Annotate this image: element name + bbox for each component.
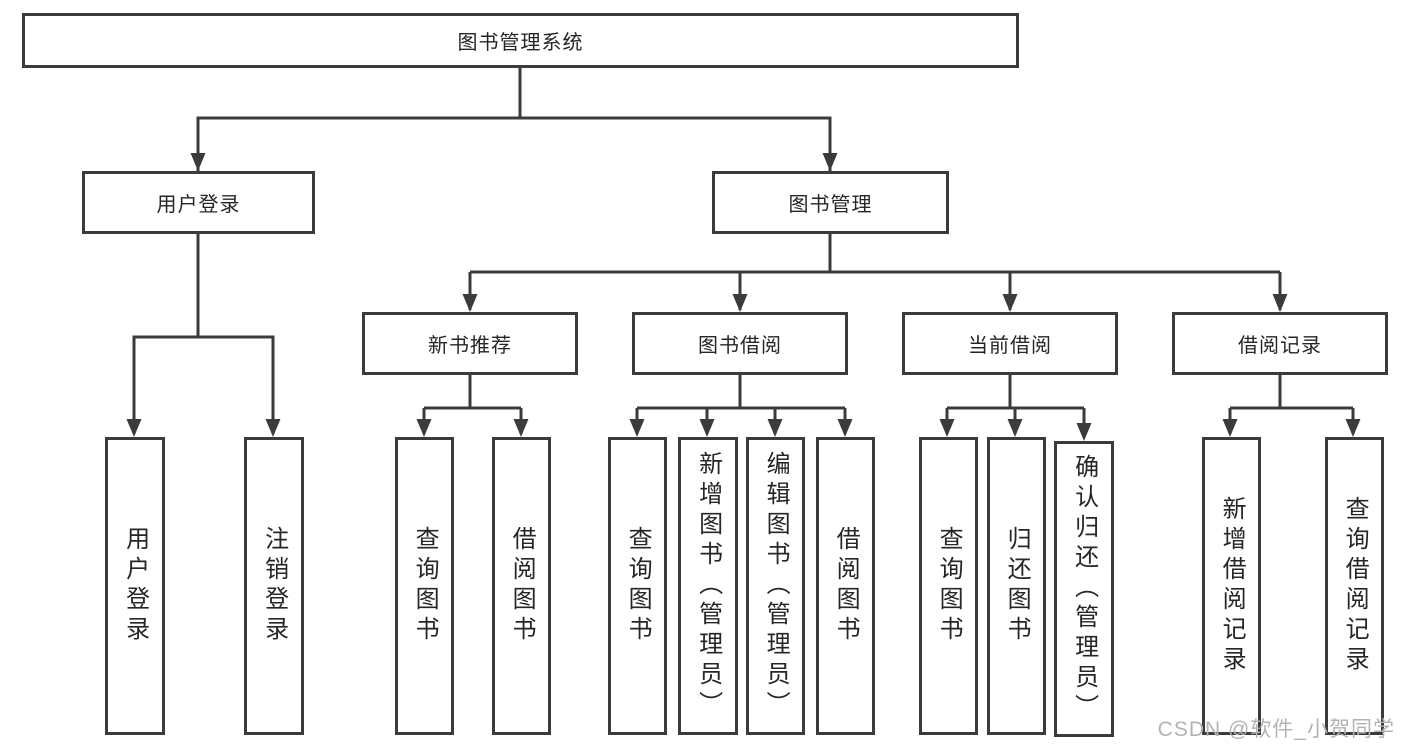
leaf-borrowing-query-book: 查询图书	[608, 437, 667, 735]
leaf-label: 新增图书（管理员）	[694, 451, 722, 721]
leaf-label: 查询借阅记录	[1341, 496, 1369, 676]
node-book-management: 图书管理	[712, 171, 949, 234]
node-label: 图书管理	[788, 194, 873, 216]
leaf-current-confirm-return-admin: 确认归还（管理员）	[1054, 441, 1114, 737]
node-label: 用户登录	[156, 194, 241, 216]
leaf-label: 借阅图书	[508, 526, 536, 646]
leaf-new-book-query-book: 查询图书	[395, 437, 454, 735]
leaf-label: 借阅图书	[832, 526, 860, 646]
leaf-current-query-book: 查询图书	[919, 437, 978, 735]
connector-borrowing-records-branch	[1228, 375, 1355, 434]
leaf-records-query-record: 查询借阅记录	[1325, 437, 1384, 735]
connector-root-branch	[196, 68, 832, 171]
leaf-current-return-book: 归还图书	[987, 437, 1046, 735]
leaf-label: 注销登录	[260, 526, 288, 646]
node-current-borrowing: 当前借阅	[902, 312, 1118, 375]
node-label: 新书推荐	[428, 335, 512, 357]
leaf-label: 新增借阅记录	[1218, 496, 1246, 676]
node-new-book-recommend: 新书推荐	[362, 312, 578, 375]
leaf-user-login: 用户登录	[105, 437, 165, 735]
leaf-borrowing-borrow-book: 借阅图书	[816, 437, 875, 735]
connector-user-login-branch	[132, 234, 275, 434]
connector-book-mgmt-branch	[468, 234, 1282, 310]
leaf-borrowing-edit-book-admin: 编辑图书（管理员）	[746, 437, 805, 735]
connector-new-book-branch	[422, 375, 523, 434]
csdn-watermark: CSDN @软件_小贺同学	[1157, 718, 1395, 741]
node-library-management-system: 图书管理系统	[22, 13, 1019, 68]
leaf-label: 查询图书	[411, 526, 439, 646]
node-label: 借阅记录	[1238, 335, 1322, 357]
leaf-label: 确认归还（管理员）	[1070, 454, 1098, 724]
leaf-label: 归还图书	[1003, 526, 1031, 646]
leaf-label: 编辑图书（管理员）	[762, 451, 790, 721]
leaf-label: 查询图书	[935, 526, 963, 646]
node-book-borrowing: 图书借阅	[632, 312, 848, 375]
leaf-label: 查询图书	[624, 526, 652, 646]
node-label: 当前借阅	[968, 335, 1052, 357]
arrowheads	[126, 153, 1361, 441]
connector-book-borrowing-branch	[635, 375, 847, 434]
leaf-logout: 注销登录	[244, 437, 304, 735]
leaf-new-book-borrow-book: 借阅图书	[492, 437, 551, 735]
leaf-borrowing-add-book-admin: 新增图书（管理员）	[678, 437, 738, 735]
node-label: 图书借阅	[698, 335, 782, 357]
node-borrowing-records: 借阅记录	[1172, 312, 1388, 375]
leaf-label: 用户登录	[121, 526, 149, 646]
node-user-login: 用户登录	[82, 171, 315, 234]
leaf-records-add-record: 新增借阅记录	[1202, 437, 1261, 735]
node-label: 图书管理系统	[457, 32, 584, 54]
